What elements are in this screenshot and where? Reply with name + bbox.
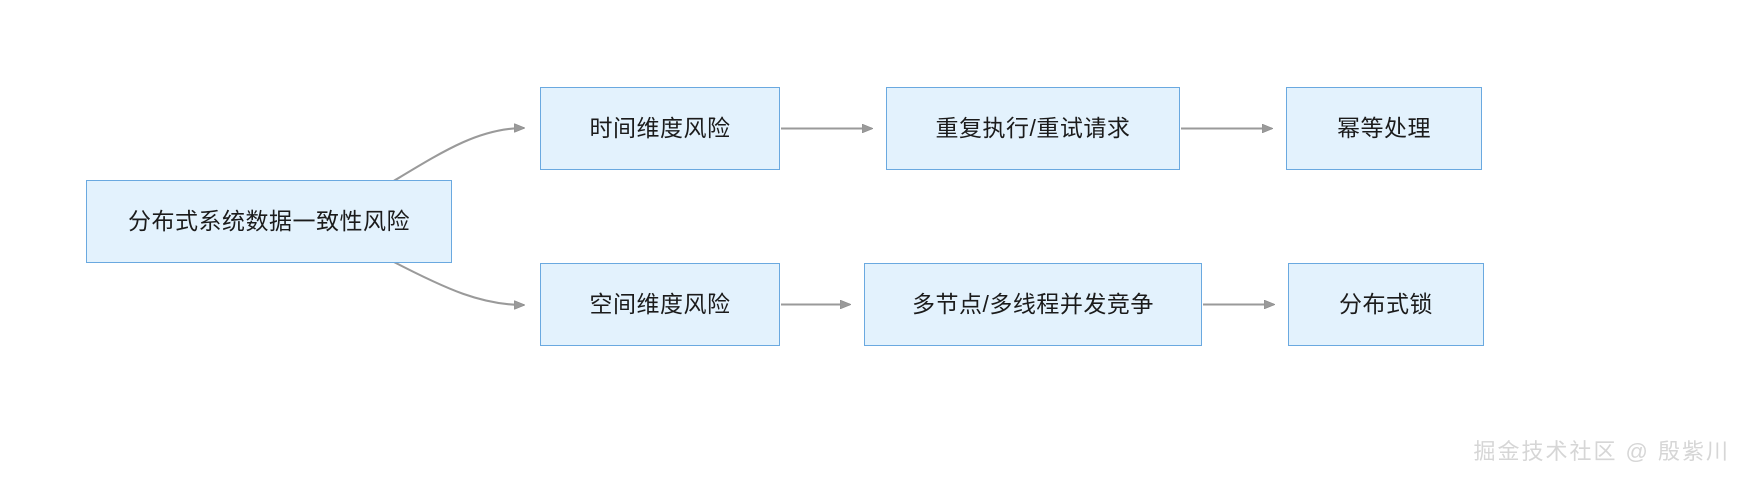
watermark: 掘金技术社区 @ 殷紫川 — [1473, 439, 1730, 464]
node-repeated-execution-retry[interactable]: 重复执行/重试请求 — [886, 87, 1180, 170]
edge-root-to-time — [391, 128, 524, 183]
node-distributed-lock[interactable]: 分布式锁 — [1288, 263, 1484, 346]
node-space-dimension-risk-label: 空间维度风险 — [589, 291, 731, 317]
node-root[interactable]: 分布式系统数据一致性风险 — [86, 180, 452, 263]
node-idempotent-handling-label: 幂等处理 — [1337, 115, 1431, 141]
node-space-dimension-risk[interactable]: 空间维度风险 — [540, 263, 780, 346]
node-distributed-lock-label: 分布式锁 — [1339, 291, 1433, 317]
node-multinode-multithread-contention-label: 多节点/多线程并发竞争 — [912, 291, 1154, 317]
node-time-dimension-risk[interactable]: 时间维度风险 — [540, 87, 780, 170]
node-idempotent-handling[interactable]: 幂等处理 — [1286, 87, 1482, 170]
node-multinode-multithread-contention[interactable]: 多节点/多线程并发竞争 — [864, 263, 1202, 346]
node-repeated-execution-retry-label: 重复执行/重试请求 — [935, 115, 1131, 141]
edge-root-to-space — [391, 260, 524, 305]
node-time-dimension-risk-label: 时间维度风险 — [589, 115, 731, 141]
node-root-label: 分布式系统数据一致性风险 — [128, 208, 410, 234]
